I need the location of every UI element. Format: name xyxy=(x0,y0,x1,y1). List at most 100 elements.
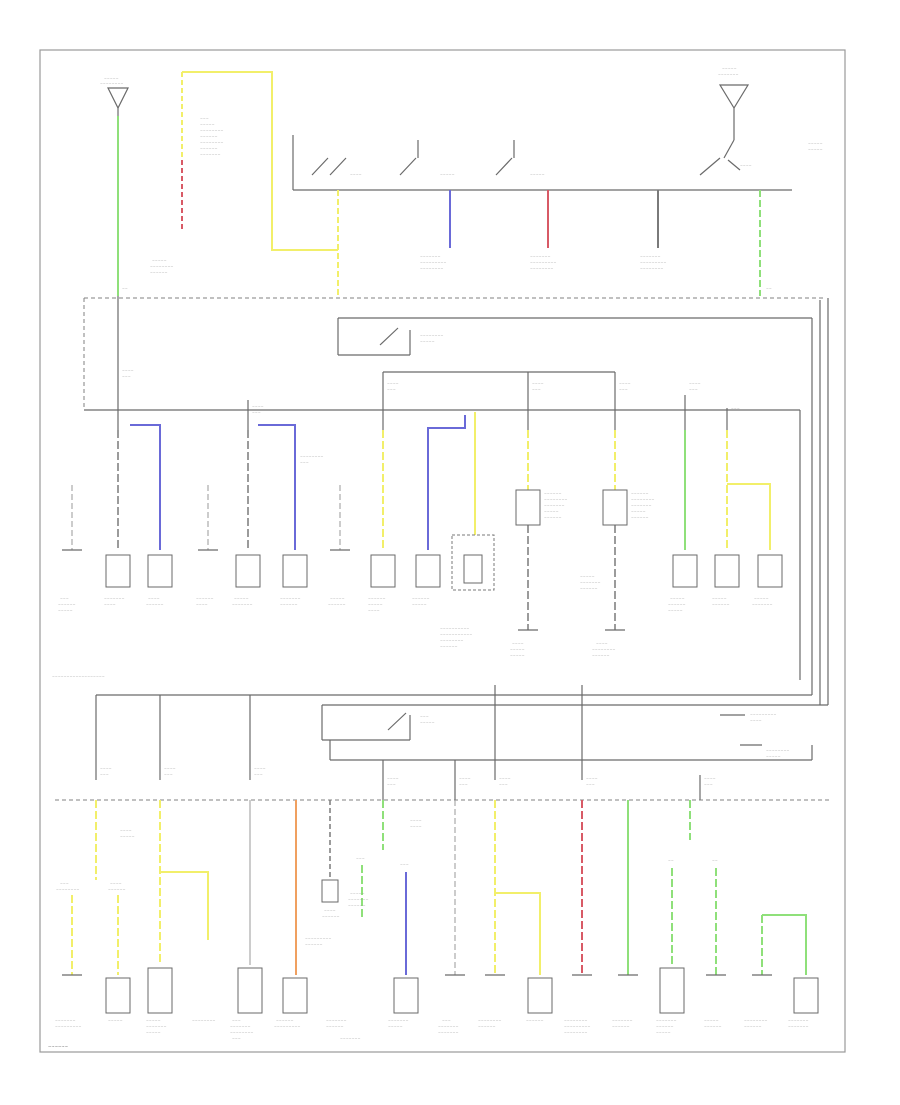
svg-text:~~~~~: ~~~~~ xyxy=(704,1019,719,1023)
svg-text:~~: ~~ xyxy=(668,859,674,863)
svg-text:~~~~: ~~~~ xyxy=(100,767,112,771)
svg-text:~~~~~~~~~: ~~~~~~~~~ xyxy=(640,261,666,265)
svg-text:~~~~~~~: ~~~~~~~ xyxy=(640,255,661,259)
svg-text:~~~~~~~~~: ~~~~~~~~~ xyxy=(750,713,776,717)
svg-text:~~~: ~~~ xyxy=(200,117,209,121)
row2-labels: ~~~~~~~~~~~~~~ ~~~~~~~~~~~ ~~~~~~~~~~ ~~… xyxy=(52,455,773,679)
svg-text:~~~~~~~~: ~~~~~~~~ xyxy=(592,648,616,652)
svg-text:~~~~~~: ~~~~~~ xyxy=(58,603,76,607)
svg-text:~~~~: ~~~~ xyxy=(596,642,608,646)
svg-text:~~~~~~~: ~~~~~~~ xyxy=(438,1031,459,1035)
svg-text:~~~~~: ~~~~~ xyxy=(152,259,167,263)
svg-text:~~~: ~~~ xyxy=(586,783,595,787)
svg-text:~~~~~~~~: ~~~~~~~~ xyxy=(300,455,324,459)
svg-text:~~~~~~: ~~~~~~ xyxy=(478,1025,496,1029)
svg-text:~~~~~: ~~~~~ xyxy=(388,1025,403,1029)
row3-wires xyxy=(71,800,807,975)
svg-text:~~~~~~~~~: ~~~~~~~~~ xyxy=(530,261,556,265)
svg-text:~~~~~~~~~~: ~~~~~~~~~~ xyxy=(440,627,469,631)
svg-text:~~: ~~ xyxy=(766,287,772,291)
svg-text:~~~~: ~~~~ xyxy=(120,829,132,833)
svg-text:~~~~~: ~~~~~ xyxy=(530,173,545,177)
svg-text:~~~~~~: ~~~~~~ xyxy=(656,1025,674,1029)
svg-text:~~~~~: ~~~~~ xyxy=(722,67,737,71)
svg-text:~~~~~~~: ~~~~~~~ xyxy=(718,73,739,77)
svg-text:~~~~~: ~~~~~ xyxy=(200,123,215,127)
svg-text:~~~~~~~: ~~~~~~~ xyxy=(340,1037,361,1041)
svg-text:~~~: ~~~ xyxy=(60,597,69,601)
row2-components xyxy=(62,489,783,631)
svg-text:~~~~~: ~~~~~ xyxy=(766,755,781,759)
ground-symbol-left: ~~~~~ ~~~~~~~~ xyxy=(100,77,129,116)
svg-text:~~~~~~: ~~~~~~ xyxy=(412,597,430,601)
svg-text:~~~~: ~~~~ xyxy=(586,777,598,781)
svg-text:~~~~~~~~: ~~~~~~~~ xyxy=(100,82,124,86)
svg-text:~~~~: ~~~~ xyxy=(164,767,176,771)
svg-text:~~~~: ~~~~ xyxy=(148,597,160,601)
svg-text:~~~~~~~: ~~~~~~~ xyxy=(612,1019,633,1023)
svg-text:~~~~~: ~~~~~ xyxy=(420,340,435,344)
svg-text:~~~~~~~~: ~~~~~~~~ xyxy=(766,749,790,753)
svg-text:~~~~~~~: ~~~~~~~ xyxy=(388,1019,409,1023)
svg-text:~~~~~~~~: ~~~~~~~~ xyxy=(150,265,174,269)
svg-text:~~~~: ~~~~ xyxy=(387,382,399,386)
diagram-footer-code: ~~~~~~ xyxy=(48,1044,68,1049)
middle-section: ~~~~~~~~ ~~~~~ ~~~~~~~ ~~~~~~~ ~~~~~~~ ~… xyxy=(52,296,829,705)
svg-text:~~~~: ~~~~ xyxy=(110,882,122,886)
svg-text:~~~~~~~~~: ~~~~~~~~~ xyxy=(55,1025,81,1029)
svg-text:~~~~~: ~~~~~ xyxy=(420,721,435,725)
fuse-labels-lower: ~~~~~~~ ~~~~~~~ ~~~~~~~ ~~~~~~~ ~~~~~~~ … xyxy=(100,767,716,839)
svg-text:~~~~~~~~: ~~~~~~~~ xyxy=(440,639,464,643)
svg-text:~~~~~~: ~~~~~~ xyxy=(328,603,346,607)
svg-text:~~~: ~~~ xyxy=(300,461,309,465)
svg-text:~~~~~: ~~~~~ xyxy=(631,510,646,514)
svg-text:~~~~~~~: ~~~~~~~ xyxy=(656,1019,677,1023)
svg-text:~~~~~~: ~~~~~~ xyxy=(146,603,164,607)
svg-text:~~~~: ~~~~ xyxy=(512,642,524,646)
svg-text:~~~~: ~~~~ xyxy=(104,603,116,607)
svg-text:~~~~~~~: ~~~~~~~ xyxy=(104,597,125,601)
fuse-labels: ~~~~~~~ ~~~~~~~ ~~~~~~~ ~~~~~~~ ~~~~~~~ … xyxy=(122,369,740,415)
svg-text:~~~~~~~~: ~~~~~~~~ xyxy=(640,267,664,271)
svg-text:~~~~~: ~~~~~ xyxy=(580,575,595,579)
svg-text:~~~~: ~~~~ xyxy=(532,382,544,386)
wire-yellow-top: ~~~ ~~~~~ ~~~~~~~~ ~~~~~~ ~~~~~~~~ ~~~~~… xyxy=(181,71,338,251)
svg-text:~~~~~~~~: ~~~~~~~~ xyxy=(56,888,80,892)
svg-text:~~~~~~~: ~~~~~~~ xyxy=(326,1019,347,1023)
svg-text:~~~~~~: ~~~~~~ xyxy=(544,516,562,520)
svg-text:~~~: ~~~ xyxy=(387,783,396,787)
connector-labels-row1: ~~~~~ ~~~~~~~~ ~~~~~~ ~~~~~~~ ~~~~~~~~~ … xyxy=(150,255,772,291)
svg-text:~~~: ~~~ xyxy=(387,388,396,392)
svg-text:~~~~: ~~~~ xyxy=(196,603,208,607)
svg-text:~~~~~: ~~~~~ xyxy=(712,597,727,601)
svg-text:~~~~~: ~~~~~ xyxy=(108,1019,123,1023)
svg-text:~~~: ~~~ xyxy=(164,773,173,777)
svg-text:~~~~: ~~~~ xyxy=(324,909,336,913)
svg-text:~~~~~~: ~~~~~~ xyxy=(592,654,610,658)
svg-text:~~: ~~ xyxy=(712,859,718,863)
svg-text:~~~~~~~~: ~~~~~~~~ xyxy=(420,334,444,338)
svg-text:~~~~~~: ~~~~~~ xyxy=(580,587,598,591)
svg-text:~~~: ~~~ xyxy=(689,388,698,392)
svg-text:~~~~~~: ~~~~~~ xyxy=(612,1025,630,1029)
svg-text:~~~~: ~~~~ xyxy=(387,777,399,781)
svg-text:~~~~~~: ~~~~~~ xyxy=(322,915,340,919)
svg-text:~~~~~: ~~~~~ xyxy=(146,1019,161,1023)
svg-text:~~~~~: ~~~~~ xyxy=(368,603,383,607)
diagram-frame xyxy=(39,49,846,1053)
svg-text:~~~~~~: ~~~~~~ xyxy=(200,135,218,139)
svg-text:~~~~~~~~: ~~~~~~~~ xyxy=(530,267,554,271)
svg-text:~~~~~: ~~~~~ xyxy=(146,1031,161,1035)
svg-text:~~~~~~~: ~~~~~~~ xyxy=(280,597,301,601)
svg-text:~~~~~~: ~~~~~~ xyxy=(744,1025,762,1029)
svg-text:~~~~~: ~~~~~ xyxy=(754,597,769,601)
svg-text:~~~~~~: ~~~~~~ xyxy=(280,603,298,607)
svg-text:~~~~~~~~: ~~~~~~~~ xyxy=(200,129,224,133)
svg-text:~~~~: ~~~~ xyxy=(740,164,752,168)
svg-text:~~~~~~: ~~~~~~ xyxy=(348,904,366,908)
svg-text:~~~: ~~~ xyxy=(60,882,69,886)
svg-text:~~~~: ~~~~ xyxy=(368,609,380,613)
svg-text:~~~~~~~: ~~~~~~~ xyxy=(420,255,441,259)
svg-text:~~~~~: ~~~~~ xyxy=(440,173,455,177)
